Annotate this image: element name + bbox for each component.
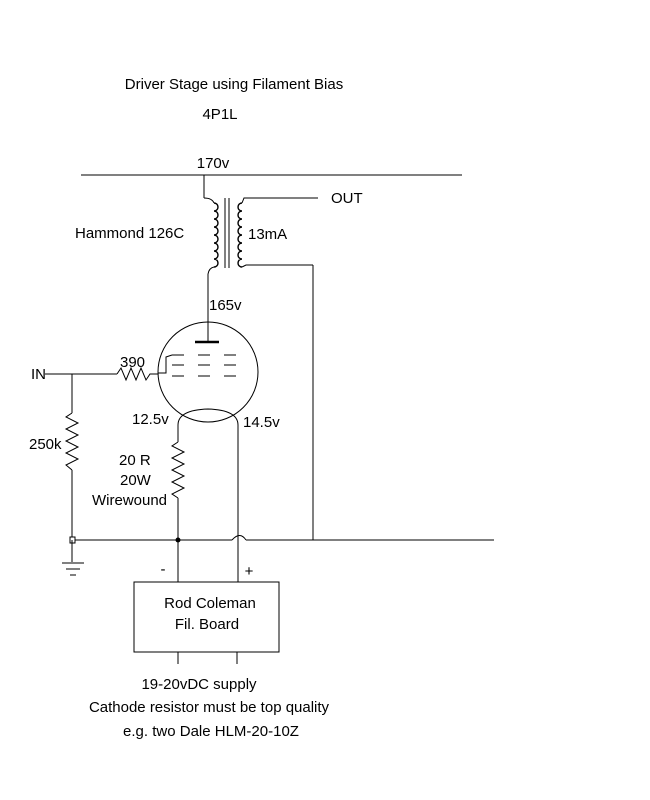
board-name-label: Rod Coleman — [164, 595, 256, 612]
grid-stopper-resistor — [116, 366, 158, 382]
filament-left-voltage-label: 12.5v — [132, 411, 169, 428]
board-type-label: Fil. Board — [175, 616, 239, 633]
cathode-resistor-type-label: Wirewound — [92, 492, 167, 509]
resistor-quality-note: Cathode resistor must be top quality — [89, 699, 330, 716]
plus-polarity-label: + — [245, 563, 254, 580]
secondary-winding — [237, 202, 243, 268]
cathode-resistor — [170, 441, 186, 499]
grid-leak-resistor — [64, 412, 80, 471]
tube-filament — [177, 408, 239, 426]
tube-4p1l — [157, 321, 259, 426]
cathode-resistor-power-label: 20W — [120, 472, 152, 489]
tube-type-label: 4P1L — [202, 106, 237, 123]
junction-dot — [175, 537, 181, 543]
plate-voltage-label: 165v — [209, 297, 242, 314]
grid-resistor-label: 390 — [120, 354, 145, 371]
secondary-bottom-lead — [241, 264, 313, 268]
primary-winding — [213, 202, 219, 268]
tube-grid-lead — [158, 354, 173, 374]
output-label: OUT — [331, 190, 363, 207]
input-label: IN — [31, 366, 46, 383]
tube-envelope — [157, 321, 259, 423]
wire-crossover-jumper — [231, 535, 247, 541]
filament-board-box — [133, 581, 280, 653]
filament-right-voltage-label: 14.5v — [243, 414, 280, 431]
ground-icon — [62, 536, 84, 576]
primary-bottom-bend — [207, 266, 215, 275]
transformer-current-label: 13mA — [248, 226, 287, 243]
grid-leak-label: 250k — [29, 436, 62, 453]
tube-grid — [172, 354, 236, 377]
supply-voltage-label: 170v — [197, 155, 230, 172]
transformer-name-label: Hammond 126C — [75, 225, 184, 242]
supply-note: 19-20vDC supply — [141, 676, 257, 693]
minus-polarity-label: - — [161, 561, 166, 578]
output-lead — [241, 197, 318, 204]
resistor-example-note: e.g. two Dale HLM-20-10Z — [123, 723, 299, 740]
diagram-title: Driver Stage using Filament Bias — [125, 76, 343, 93]
cathode-resistor-value-label: 20 R — [119, 452, 151, 469]
interstage-transformer — [203, 175, 318, 275]
primary-top-bend — [203, 197, 215, 204]
